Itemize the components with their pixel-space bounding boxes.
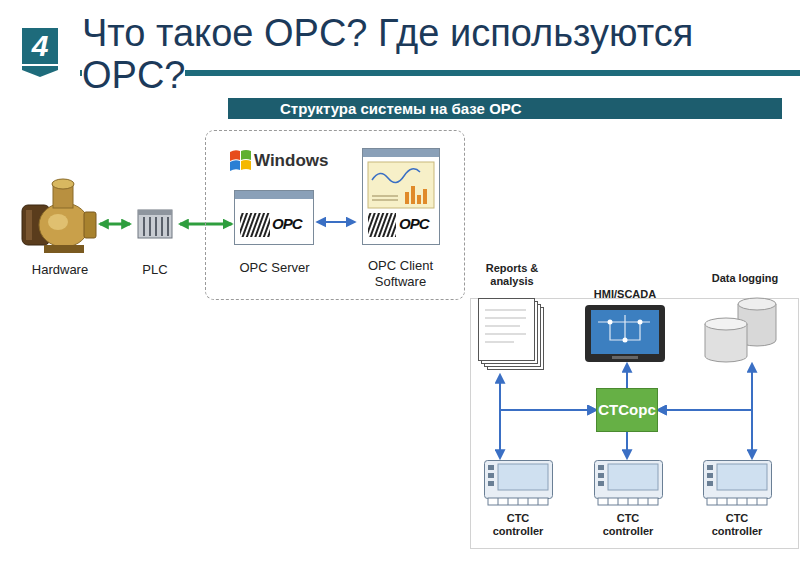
server-window-icon xyxy=(235,191,314,245)
controller-node: CTC controller xyxy=(480,458,556,538)
opc-logo-text: OPC xyxy=(272,216,302,232)
node-label: Hardware xyxy=(32,262,88,278)
controller-icons xyxy=(485,461,772,506)
controller-icon xyxy=(485,461,553,506)
node-label: OPC Server xyxy=(239,260,309,276)
node-label: Reports & analysis xyxy=(480,262,544,288)
hmi-node: HMI/SCADA xyxy=(578,288,672,364)
panel-frame xyxy=(471,299,799,549)
reports-node: Reports & analysis xyxy=(476,262,548,375)
connector-arrow xyxy=(626,432,628,458)
connector-arrow xyxy=(500,410,596,458)
node-label: Структура системы на базе OPC xyxy=(280,99,782,118)
connector-arrow xyxy=(100,223,130,226)
node-label: OPC Client Software xyxy=(358,258,444,290)
hardware-node: Hardware xyxy=(20,178,100,278)
title-rule xyxy=(80,70,800,76)
node-label: CTC controller xyxy=(488,512,548,538)
badge-chevron xyxy=(22,66,58,77)
slide-number: 4 xyxy=(22,28,58,64)
controller-node: CTC controller xyxy=(699,458,775,538)
controller-node: CTC controller xyxy=(590,458,666,538)
connector-arrow xyxy=(626,364,628,388)
reports-stack xyxy=(479,299,544,370)
windows-logo xyxy=(230,150,251,171)
node-label: Data logging xyxy=(712,272,779,285)
node-label: Windows xyxy=(254,150,456,172)
connector-arrow xyxy=(318,221,355,223)
connector-arrow xyxy=(658,410,752,458)
connector-arrow xyxy=(500,375,596,410)
plc-node: PLC xyxy=(130,200,180,278)
slide-title: Что такое OPC? Где используются OPC? xyxy=(82,12,782,96)
windows-region: WindowsOPC Server OPC Client Software xyxy=(205,130,465,300)
database-cylinders xyxy=(705,298,776,362)
section-banner: Структура системы на базе OPC xyxy=(228,98,782,119)
ctcopc-box: CTCopc xyxy=(596,388,658,432)
controller-icon xyxy=(704,461,772,506)
node-label: 4 xyxy=(32,28,49,64)
node-label: PLC xyxy=(142,262,167,278)
hmi-screen xyxy=(585,305,665,362)
pump-illustration xyxy=(22,179,96,253)
plc-icon xyxy=(138,210,172,238)
node-label: CTCopc xyxy=(598,401,656,419)
opc-logo-text: OPC xyxy=(399,216,429,232)
node-label: HMI/SCADA xyxy=(594,288,656,301)
client-window-icon xyxy=(363,149,440,245)
node-label: CTC controller xyxy=(598,512,658,538)
connector-arrow xyxy=(658,364,752,410)
controller-icon xyxy=(595,461,663,506)
title-text: Что такое OPC? Где используются OPC? xyxy=(82,12,693,96)
data-logging-node: Data logging xyxy=(700,272,790,364)
node-label: CTC controller xyxy=(707,512,767,538)
